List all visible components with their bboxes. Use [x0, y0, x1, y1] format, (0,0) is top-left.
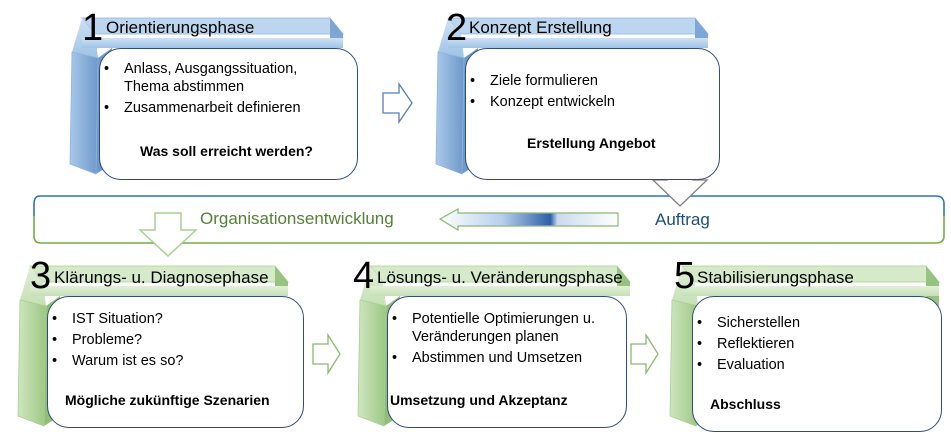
- list-item: Sicherstellen: [697, 314, 941, 332]
- list-item: Reflektieren: [697, 335, 941, 353]
- phase4-card: Potentielle Optimierungen u. Veränderung…: [387, 296, 627, 428]
- phase5-summary: Abschluss: [710, 396, 781, 412]
- phase2-title: Konzept Erstellung: [469, 18, 612, 37]
- list-item: Ziele formulieren: [470, 72, 719, 90]
- org-development-label: Organisationsentwicklung: [200, 209, 394, 228]
- phase4-summary: Umsetzung und Akzeptanz: [390, 392, 568, 408]
- phase5-title: Stabilisierungsphase: [697, 268, 854, 287]
- list-item: Konzept entwickeln: [470, 93, 719, 111]
- phase2-card: Ziele formulieren Konzept entwickeln: [465, 48, 720, 180]
- phase3-card: IST Situation? Probleme? Warum ist es so…: [47, 296, 304, 428]
- phase5-card: Sicherstellen Reflektieren Evaluation: [692, 296, 942, 432]
- auftrag-label: Auftrag: [655, 210, 710, 229]
- phase4-number: 4: [353, 255, 375, 297]
- phase4-bullets: Potentielle Optimierungen u. Veränderung…: [388, 310, 626, 367]
- down-arrow-to-phase3: [138, 212, 198, 258]
- process-band: [33, 195, 945, 244]
- phase3-title: Klärungs- u. Diagnosephase: [54, 268, 269, 287]
- arrow-4-to-5: [630, 332, 659, 376]
- phase4-bar: [357, 265, 631, 427]
- list-item: IST Situation?: [52, 310, 303, 328]
- phase5-bullets: Sicherstellen Reflektieren Evaluation: [693, 314, 941, 374]
- list-item: Potentielle Optimierungen u. Veränderung…: [392, 310, 622, 346]
- arrow-3-to-4: [312, 332, 341, 376]
- phase1-bullets: Anlass, Ausgangssituation, Thema abstimm…: [100, 60, 357, 117]
- phase5-number: 5: [674, 255, 696, 297]
- phase1-title: Orientierungsphase: [106, 18, 255, 37]
- list-item: Anlass, Ausgangssituation, Thema abstimm…: [104, 60, 339, 96]
- arrow-1-to-2: [382, 81, 413, 125]
- phase2-bullets: Ziele formulieren Konzept entwickeln: [466, 72, 719, 111]
- list-item: Probleme?: [52, 331, 303, 349]
- phase4-title: Lösungs- u. Veränderungsphase: [377, 268, 623, 287]
- phase1-card: Anlass, Ausgangssituation, Thema abstimm…: [99, 48, 358, 180]
- list-item: Warum ist es so?: [52, 352, 303, 370]
- phase1-summary: Was soll erreicht werden?: [140, 143, 313, 159]
- phase3-summary: Mögliche zukünftige Szenarien: [65, 392, 270, 408]
- phase3-number: 3: [30, 255, 52, 297]
- list-item: Abstimmen und Umsetzen: [392, 349, 626, 367]
- phase2-number: 2: [446, 7, 468, 49]
- flow-arrow-left: [438, 207, 619, 232]
- phase2-summary: Erstellung Angebot: [527, 135, 656, 151]
- phase3-bullets: IST Situation? Probleme? Warum ist es so…: [48, 310, 303, 370]
- list-item: Evaluation: [697, 356, 941, 374]
- list-item: Zusammenarbeit definieren: [104, 99, 357, 117]
- phase1-number: 1: [82, 7, 104, 49]
